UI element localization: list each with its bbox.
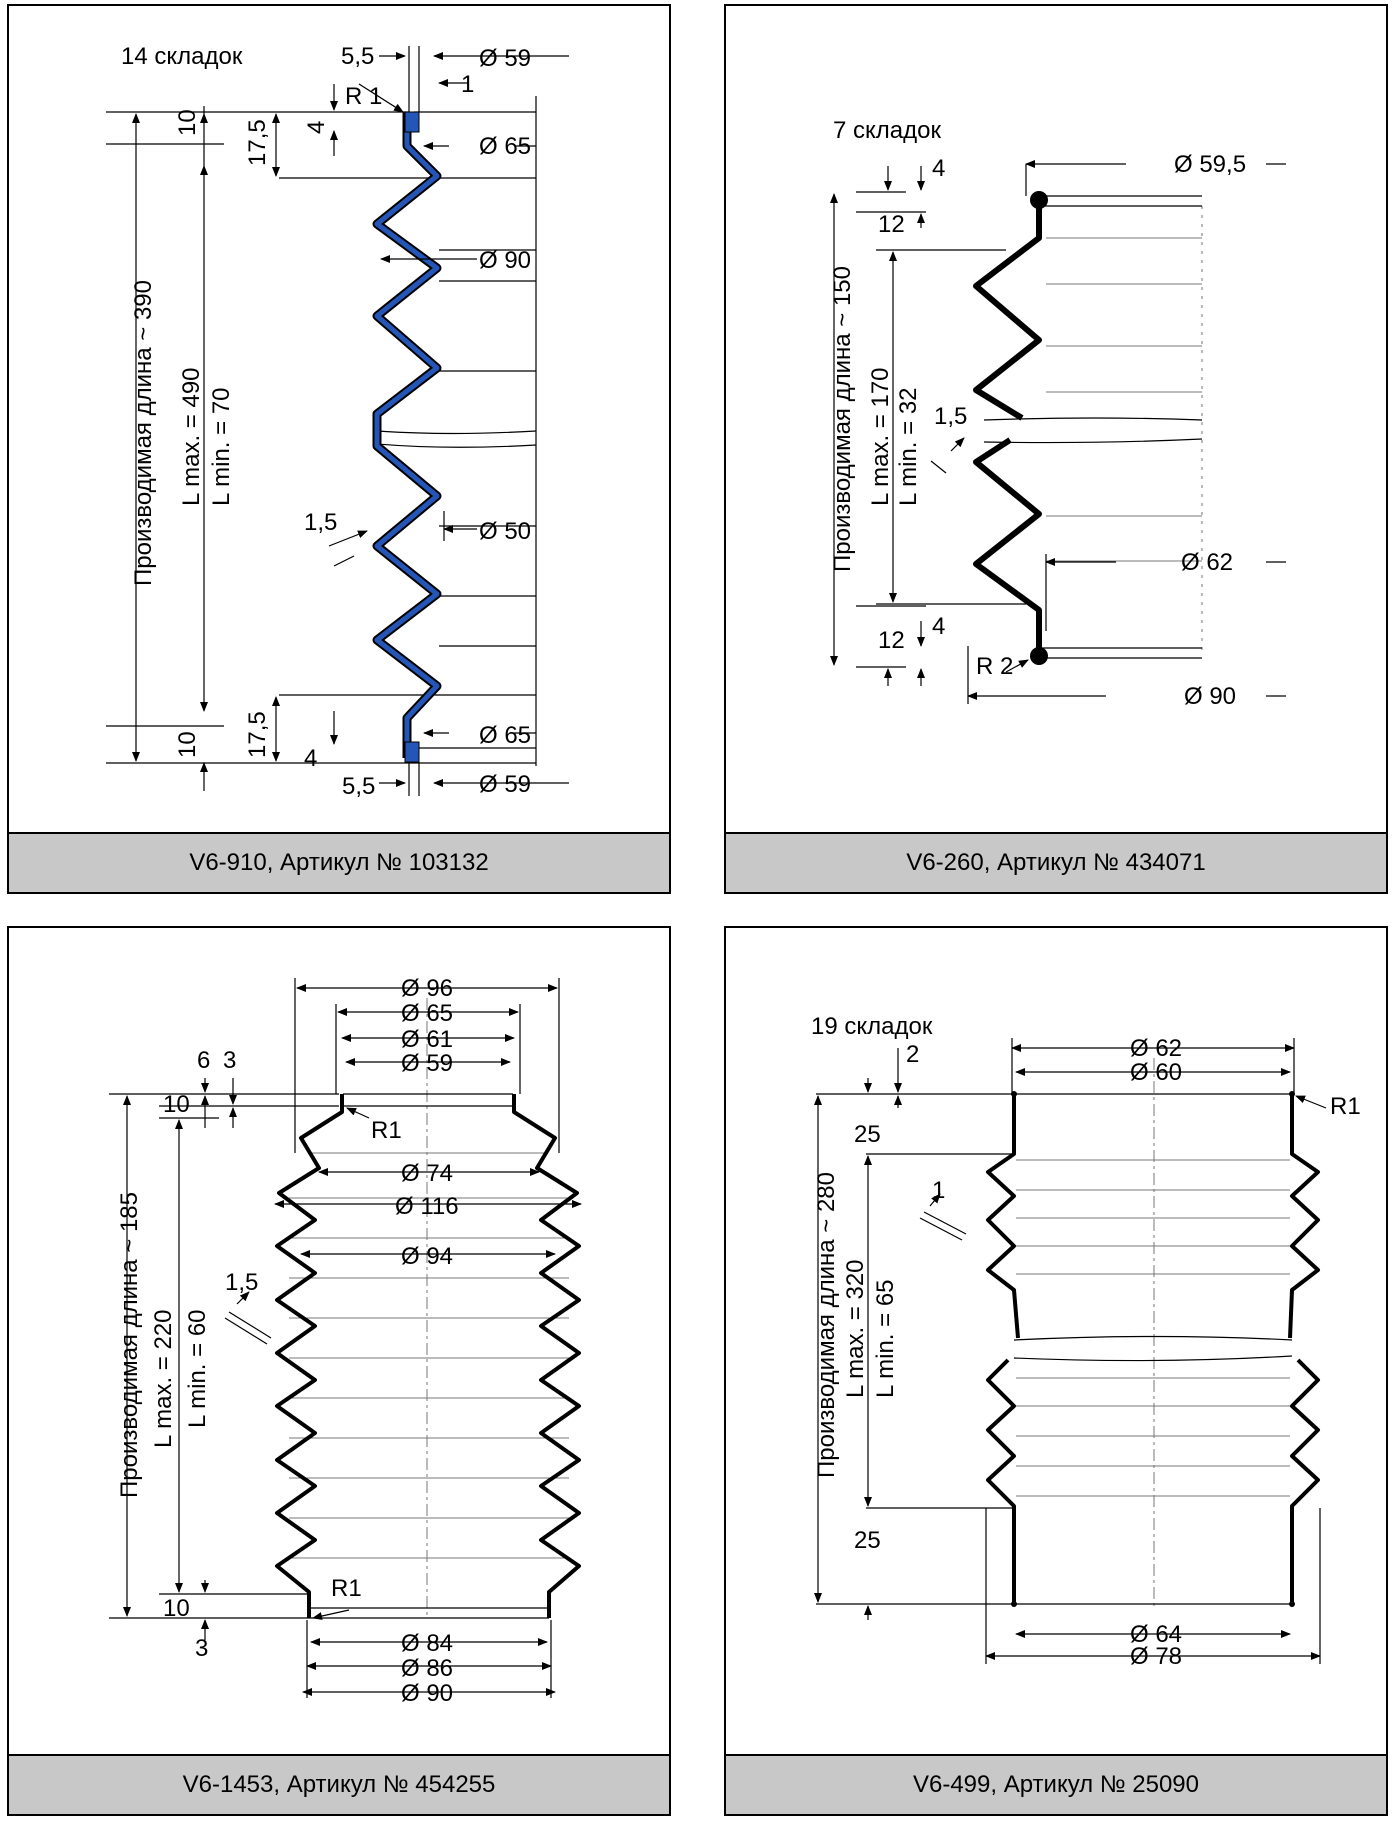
dim-thickness: 1,5 <box>304 509 337 536</box>
bellows-right-profile <box>512 1094 581 1618</box>
l-max: L max. = 220 <box>150 1309 177 1448</box>
dim-17-5-bot: 17,5 <box>244 711 271 758</box>
dim-d59-bot: Ø 59 <box>479 771 531 798</box>
dim-3-bot: 3 <box>195 1635 208 1662</box>
dim-d78: Ø 78 <box>1130 1643 1182 1670</box>
dim-r1: R1 <box>1330 1093 1361 1120</box>
dim-d86: Ø 86 <box>401 1655 453 1682</box>
dim-5-5-top: 5,5 <box>341 43 374 70</box>
dim-d94: Ø 94 <box>401 1243 453 1270</box>
dim-d65: Ø 65 <box>401 1000 453 1027</box>
dim-d84: Ø 84 <box>401 1630 453 1657</box>
fold-lines <box>1016 1159 1290 1497</box>
dim-25-bot: 25 <box>854 1527 881 1554</box>
dim-d74: Ø 74 <box>401 1160 453 1187</box>
drawing-v6-1453: Ø 96 Ø 65 Ø 61 Ø 59 6 3 10 R1 Ø 74 Ø 116… <box>109 975 582 1707</box>
l-max: L max. = 490 <box>178 367 205 506</box>
dim-3-top: 3 <box>223 1047 236 1074</box>
dim-d65-bot: Ø 65 <box>479 722 531 749</box>
dim-r1: R 1 <box>345 83 382 110</box>
dim-d59-top: Ø 59 <box>479 45 531 72</box>
dim-10-bot: 10 <box>163 1595 190 1622</box>
dim-r1-bot: R1 <box>331 1575 362 1602</box>
dim-d62: Ø 62 <box>1130 1035 1182 1062</box>
bellows-left-profile <box>275 1094 344 1618</box>
production-length: Производимая длина ~ 185 <box>116 1192 143 1498</box>
caption-v6-260: V6-260, Артикул № 434071 <box>726 832 1386 892</box>
panel-v6-260: 7 складок 4 Ø 59,5 12 1,5 Ø 62 4 12 R 2 … <box>724 4 1388 894</box>
dim-4-top: 4 <box>303 121 330 134</box>
l-max: L max. = 170 <box>867 367 894 506</box>
dim-4-bot: 4 <box>932 613 945 640</box>
caption-v6-1453: V6-1453, Артикул № 454255 <box>9 1754 669 1814</box>
drawing-v6-260: 7 складок 4 Ø 59,5 12 1,5 Ø 62 4 12 R 2 … <box>829 117 1286 710</box>
dim-10-top: 10 <box>163 1091 190 1118</box>
l-min: L min. = 65 <box>872 1279 899 1398</box>
dim-d90: Ø 90 <box>479 247 531 274</box>
bellows-right-profile <box>1288 1094 1320 1604</box>
dim-25-top: 25 <box>854 1121 881 1148</box>
dim-2: 2 <box>906 1041 919 1068</box>
dim-thickness: 1,5 <box>934 403 967 430</box>
dim-1: 1 <box>461 71 474 98</box>
l-min: L min. = 32 <box>895 387 922 506</box>
dim-d116: Ø 116 <box>395 1193 459 1220</box>
dim-d50: Ø 50 <box>479 518 531 545</box>
dim-d59: Ø 59 <box>401 1050 453 1077</box>
production-length: Производимая длина ~ 280 <box>813 1172 840 1478</box>
dim-4-bot: 4 <box>304 745 317 772</box>
dim-17-5-top: 17,5 <box>244 119 271 166</box>
dim-d62: Ø 62 <box>1181 549 1233 576</box>
dim-12-bot: 12 <box>878 627 905 654</box>
dim-thickness: 1 <box>932 1177 945 1204</box>
dim-6: 6 <box>197 1047 210 1074</box>
dim-12-top: 12 <box>878 211 905 238</box>
dim-d60: Ø 60 <box>1130 1059 1182 1086</box>
dim-d59-5: Ø 59,5 <box>1174 151 1246 178</box>
l-max: L max. = 320 <box>842 1259 869 1398</box>
caption-v6-910: V6-910, Артикул № 103132 <box>9 832 669 892</box>
dim-10-top: 10 <box>174 109 201 136</box>
dim-d65-top: Ø 65 <box>479 133 531 160</box>
l-min: L min. = 70 <box>208 387 235 506</box>
dim-r2: R 2 <box>976 653 1013 680</box>
bellows-left-profile <box>986 1094 1020 1604</box>
l-min: L min. = 60 <box>184 1309 211 1428</box>
production-length: Производимая длина ~ 390 <box>130 280 157 586</box>
dim-4-top: 4 <box>932 155 945 182</box>
fold-lines <box>289 1152 569 1559</box>
panel-v6-910: 14 складок 5,5 Ø 59 1 R 1 Ø 65 Ø 90 Ø 50… <box>7 4 671 894</box>
dim-d90: Ø 90 <box>401 1680 453 1707</box>
folds-label: 19 складок <box>811 1013 933 1040</box>
dim-5-5-bot: 5,5 <box>342 773 375 800</box>
folds-label: 7 складок <box>833 117 941 144</box>
bellows-profile <box>973 204 1042 656</box>
production-length: Производимая длина ~ 150 <box>829 266 856 572</box>
dim-thickness: 1,5 <box>225 1269 258 1296</box>
panel-v6-499: 19 складок 2 Ø 62 Ø 60 R1 25 1 25 Ø 64 Ø… <box>724 926 1388 1816</box>
dim-d90: Ø 90 <box>1184 683 1236 710</box>
drawing-v6-499: 19 складок 2 Ø 62 Ø 60 R1 25 1 25 Ø 64 Ø… <box>811 1013 1361 1670</box>
dim-d61: Ø 61 <box>401 1026 453 1053</box>
dim-10-bot: 10 <box>174 731 201 758</box>
folds-label: 14 складок <box>121 43 243 70</box>
caption-v6-499: V6-499, Артикул № 25090 <box>726 1754 1386 1814</box>
dim-d96: Ø 96 <box>401 975 453 1002</box>
dim-d64: Ø 64 <box>1130 1621 1182 1648</box>
drawing-v6-910: 14 складок 5,5 Ø 59 1 R 1 Ø 65 Ø 90 Ø 50… <box>106 43 569 800</box>
dim-r1-top: R1 <box>371 1117 402 1144</box>
panel-v6-1453: Ø 96 Ø 65 Ø 61 Ø 59 6 3 10 R1 Ø 74 Ø 116… <box>7 926 671 1816</box>
